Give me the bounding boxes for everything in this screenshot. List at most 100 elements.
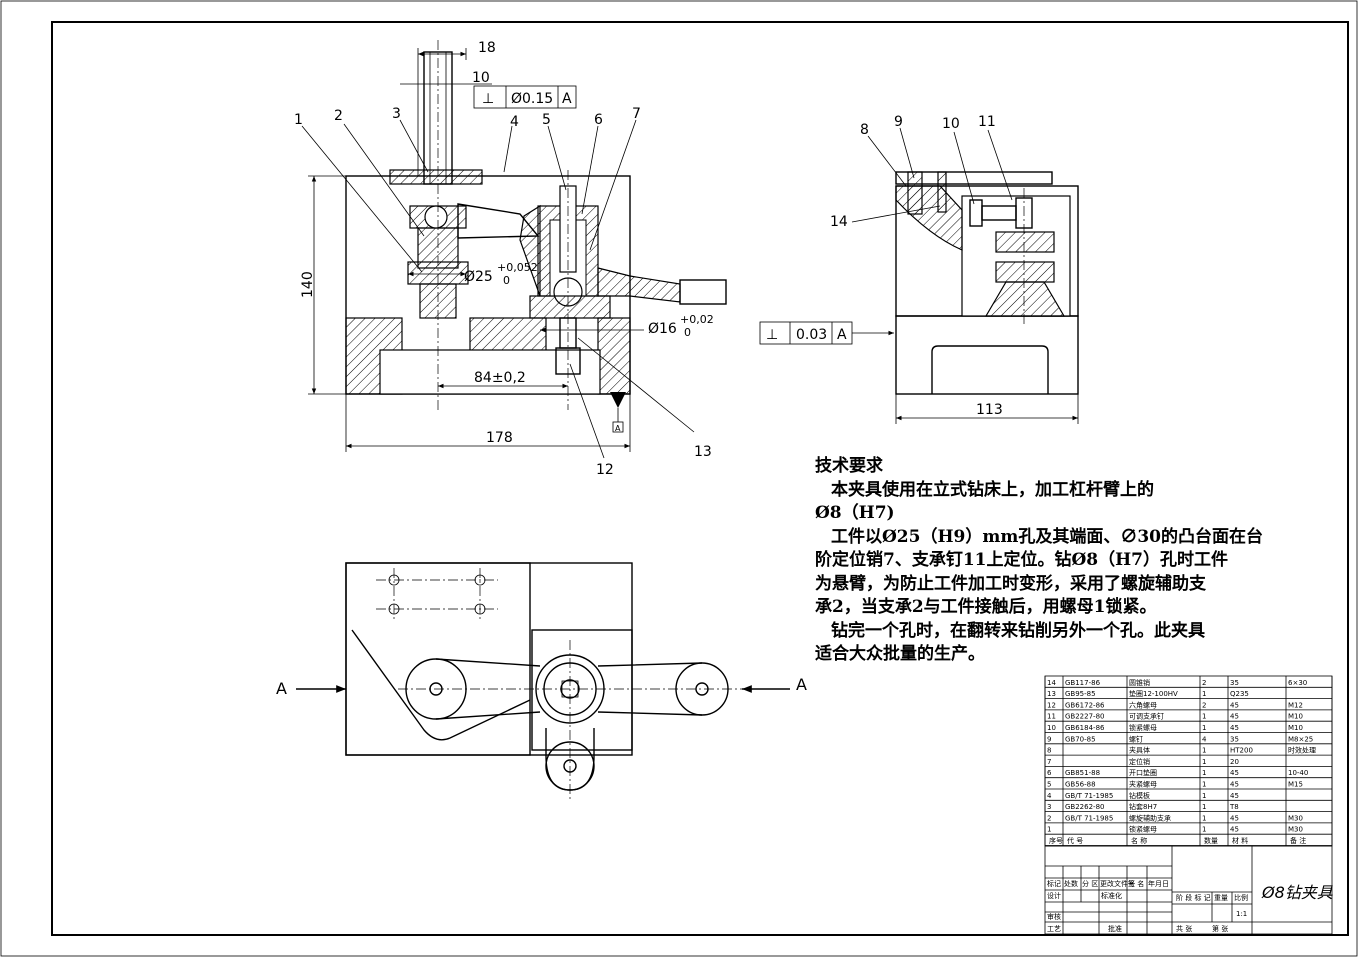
bom-cell-no: 13 [1047,690,1056,698]
tb-total: 共 张 [1176,924,1192,933]
perp-main-value: Ø0.15 [511,91,553,107]
bom-cell-code: GB2227-80 [1065,713,1104,721]
bom-cell-no: 7 [1047,758,1051,766]
bom-cell-name: 钻模板 [1129,791,1150,800]
bom-cell-name: 开口垫圈 [1129,768,1157,777]
bom-cell-qty: 2 [1202,701,1206,709]
dim-113: 113 [976,402,1003,418]
bom-cell-qty: 1 [1202,781,1206,789]
bom-cell-name: 锁紧螺母 [1129,825,1157,834]
bom-cell-code: GB851-88 [1065,769,1100,777]
bom-cell-code: GB6172-86 [1065,701,1105,709]
balloon-5: 5 [542,112,551,128]
tb-design: 设计 [1047,891,1061,900]
bom-cell-name: 锁紧螺母 [1129,723,1157,732]
bom-cell-no: 14 [1047,679,1056,687]
bom-cell-code: GB95-85 [1065,690,1096,698]
bom-cell-qty: 1 [1202,724,1206,732]
bom-cell-no: 8 [1047,747,1051,755]
tb-weight: 重量 [1214,894,1228,902]
balloon-1: 1 [294,112,303,128]
tech-req-line-4: 阶定位销7、支承钉11上定位。钻Ø8（H7）孔时工件 [815,550,1229,570]
tb-count: 处数 [1064,879,1078,888]
bom-cell-qty: 2 [1202,679,1206,687]
tb-scale: 1:1 [1236,910,1247,918]
bom-cell-qty: 1 [1202,769,1206,777]
dim-d16-tol: +0,02 [680,313,714,326]
tb-doc: 更改文件号 [1100,879,1135,888]
bom-cell-qty: 1 [1202,803,1206,811]
balloon-6: 6 [594,112,603,128]
tech-req-title: 技术要求 [815,456,883,476]
tb-stage: 阶 段 标 记 [1176,893,1211,902]
bom-header-code: 代 号 [1067,836,1083,845]
balloon-2: 2 [334,108,343,124]
bom-cell-mat: T8 [1229,803,1239,811]
front-dimensions: 18 10 ⊥ Ø0.15 A 140 178 84±0,2 Ø25 +0,05… [300,40,714,452]
bom-cell-no: 11 [1047,713,1056,721]
section-mark-right: A [796,675,807,694]
bom-header-name: 名 称 [1131,836,1147,845]
tech-req-line-7: 钻完一个孔时，在翻转来钻削另外一个孔。此夹具 [831,620,1205,641]
dim-d25: Ø25 [464,269,493,285]
dim-d25-low: 0 [503,274,510,287]
dim-178: 178 [486,430,513,446]
bom-cell-name: 定位销 [1129,757,1150,766]
bom-cell-mat: 45 [1230,701,1239,709]
bom-cell-qty: 1 [1202,690,1206,698]
tb-mark: 标记 [1047,879,1061,888]
tb-date: 年月日 [1148,879,1169,888]
bom-cell-name: 圆锥销 [1129,678,1150,687]
bom-cell-qty: 1 [1202,747,1206,755]
technical-requirements: 技术要求 本夹具使用在立式钻床上，加工杠杆臂上的 Ø8（H7) 工件以Ø25（H… [815,455,1285,667]
dim-18: 18 [478,40,496,56]
title-block: 标记 处数 分 区 更改文件号 签 名 年月日 设计 标准化 审核 工艺 批准 … [1044,845,1334,935]
bom-cell-code: GB/T 71-1985 [1065,792,1113,800]
tech-req-line-5: 为悬臂，为防止工件加工时变形，采用了螺旋辅助支 [815,573,1206,594]
bom-header-mat: 材 料 [1232,836,1248,845]
bom-cell-qty: 1 [1202,814,1206,822]
bom-cell-mat: 45 [1230,781,1239,789]
bom-cell-qty: 1 [1202,792,1206,800]
top-view [296,562,790,800]
balloon-10: 10 [942,116,960,132]
balloon-8: 8 [860,122,869,138]
bom-cell-note: M30 [1288,814,1303,822]
bom-cell-code: GB70-85 [1065,735,1096,743]
bom-header-no: 序号 [1049,836,1063,845]
bom-cell-name: 夹具体 [1129,746,1150,755]
tech-req-line-2: Ø8（H7) [815,503,895,523]
bom-cell-mat: 35 [1230,679,1239,687]
perp-main-datum: A [562,91,572,107]
bom-cell-note: M8×25 [1288,735,1313,743]
bom-cell-name: 垫圈12-100HV [1129,689,1178,698]
front-section-view: A [345,40,727,433]
balloon-14: 14 [830,214,848,230]
bom-cell-mat: 45 [1230,724,1239,732]
bom-cell-note: M30 [1288,826,1303,834]
bom-cell-qty: 1 [1202,826,1206,834]
bom-cell-note: 6×30 [1288,679,1307,687]
bom-cell-mat: 45 [1230,792,1239,800]
tb-sign: 签 名 [1128,879,1144,888]
tb-approve: 批准 [1108,924,1122,933]
bom-cell-name: 钻套8H7 [1129,802,1157,811]
bom-cell-no: 2 [1047,814,1051,822]
perp-side-symbol: ⊥ [766,327,778,343]
datum-label: A [615,424,621,433]
bom-cell-no: 3 [1047,803,1051,811]
bom-cell-code: GB56-88 [1065,781,1096,789]
front-leaders [301,119,695,459]
bom-cell-qty: 4 [1202,735,1207,743]
tech-req-line-6: 承2，当支承2与工件接触后，用螺母1锁紧。 [815,597,1157,617]
bom-cell-code: GB117-86 [1065,679,1101,687]
tech-req-line-3: 工件以Ø25（H9）mm孔及其端面、∅30的凸台面在台 [831,526,1263,547]
bom-cell-name: 可调支承钉 [1129,712,1164,721]
balloon-4: 4 [510,114,519,130]
tech-req-line-8: 适合大众批量的生产。 [815,644,985,664]
tb-zone: 分 区 [1082,879,1098,888]
bom-cell-code: GB/T 71-1985 [1065,814,1113,822]
dim-d25-tol: +0,052 [497,261,538,274]
tech-req-line-1: 本夹具使用在立式钻床上，加工杠杆臂上的 [831,479,1154,500]
